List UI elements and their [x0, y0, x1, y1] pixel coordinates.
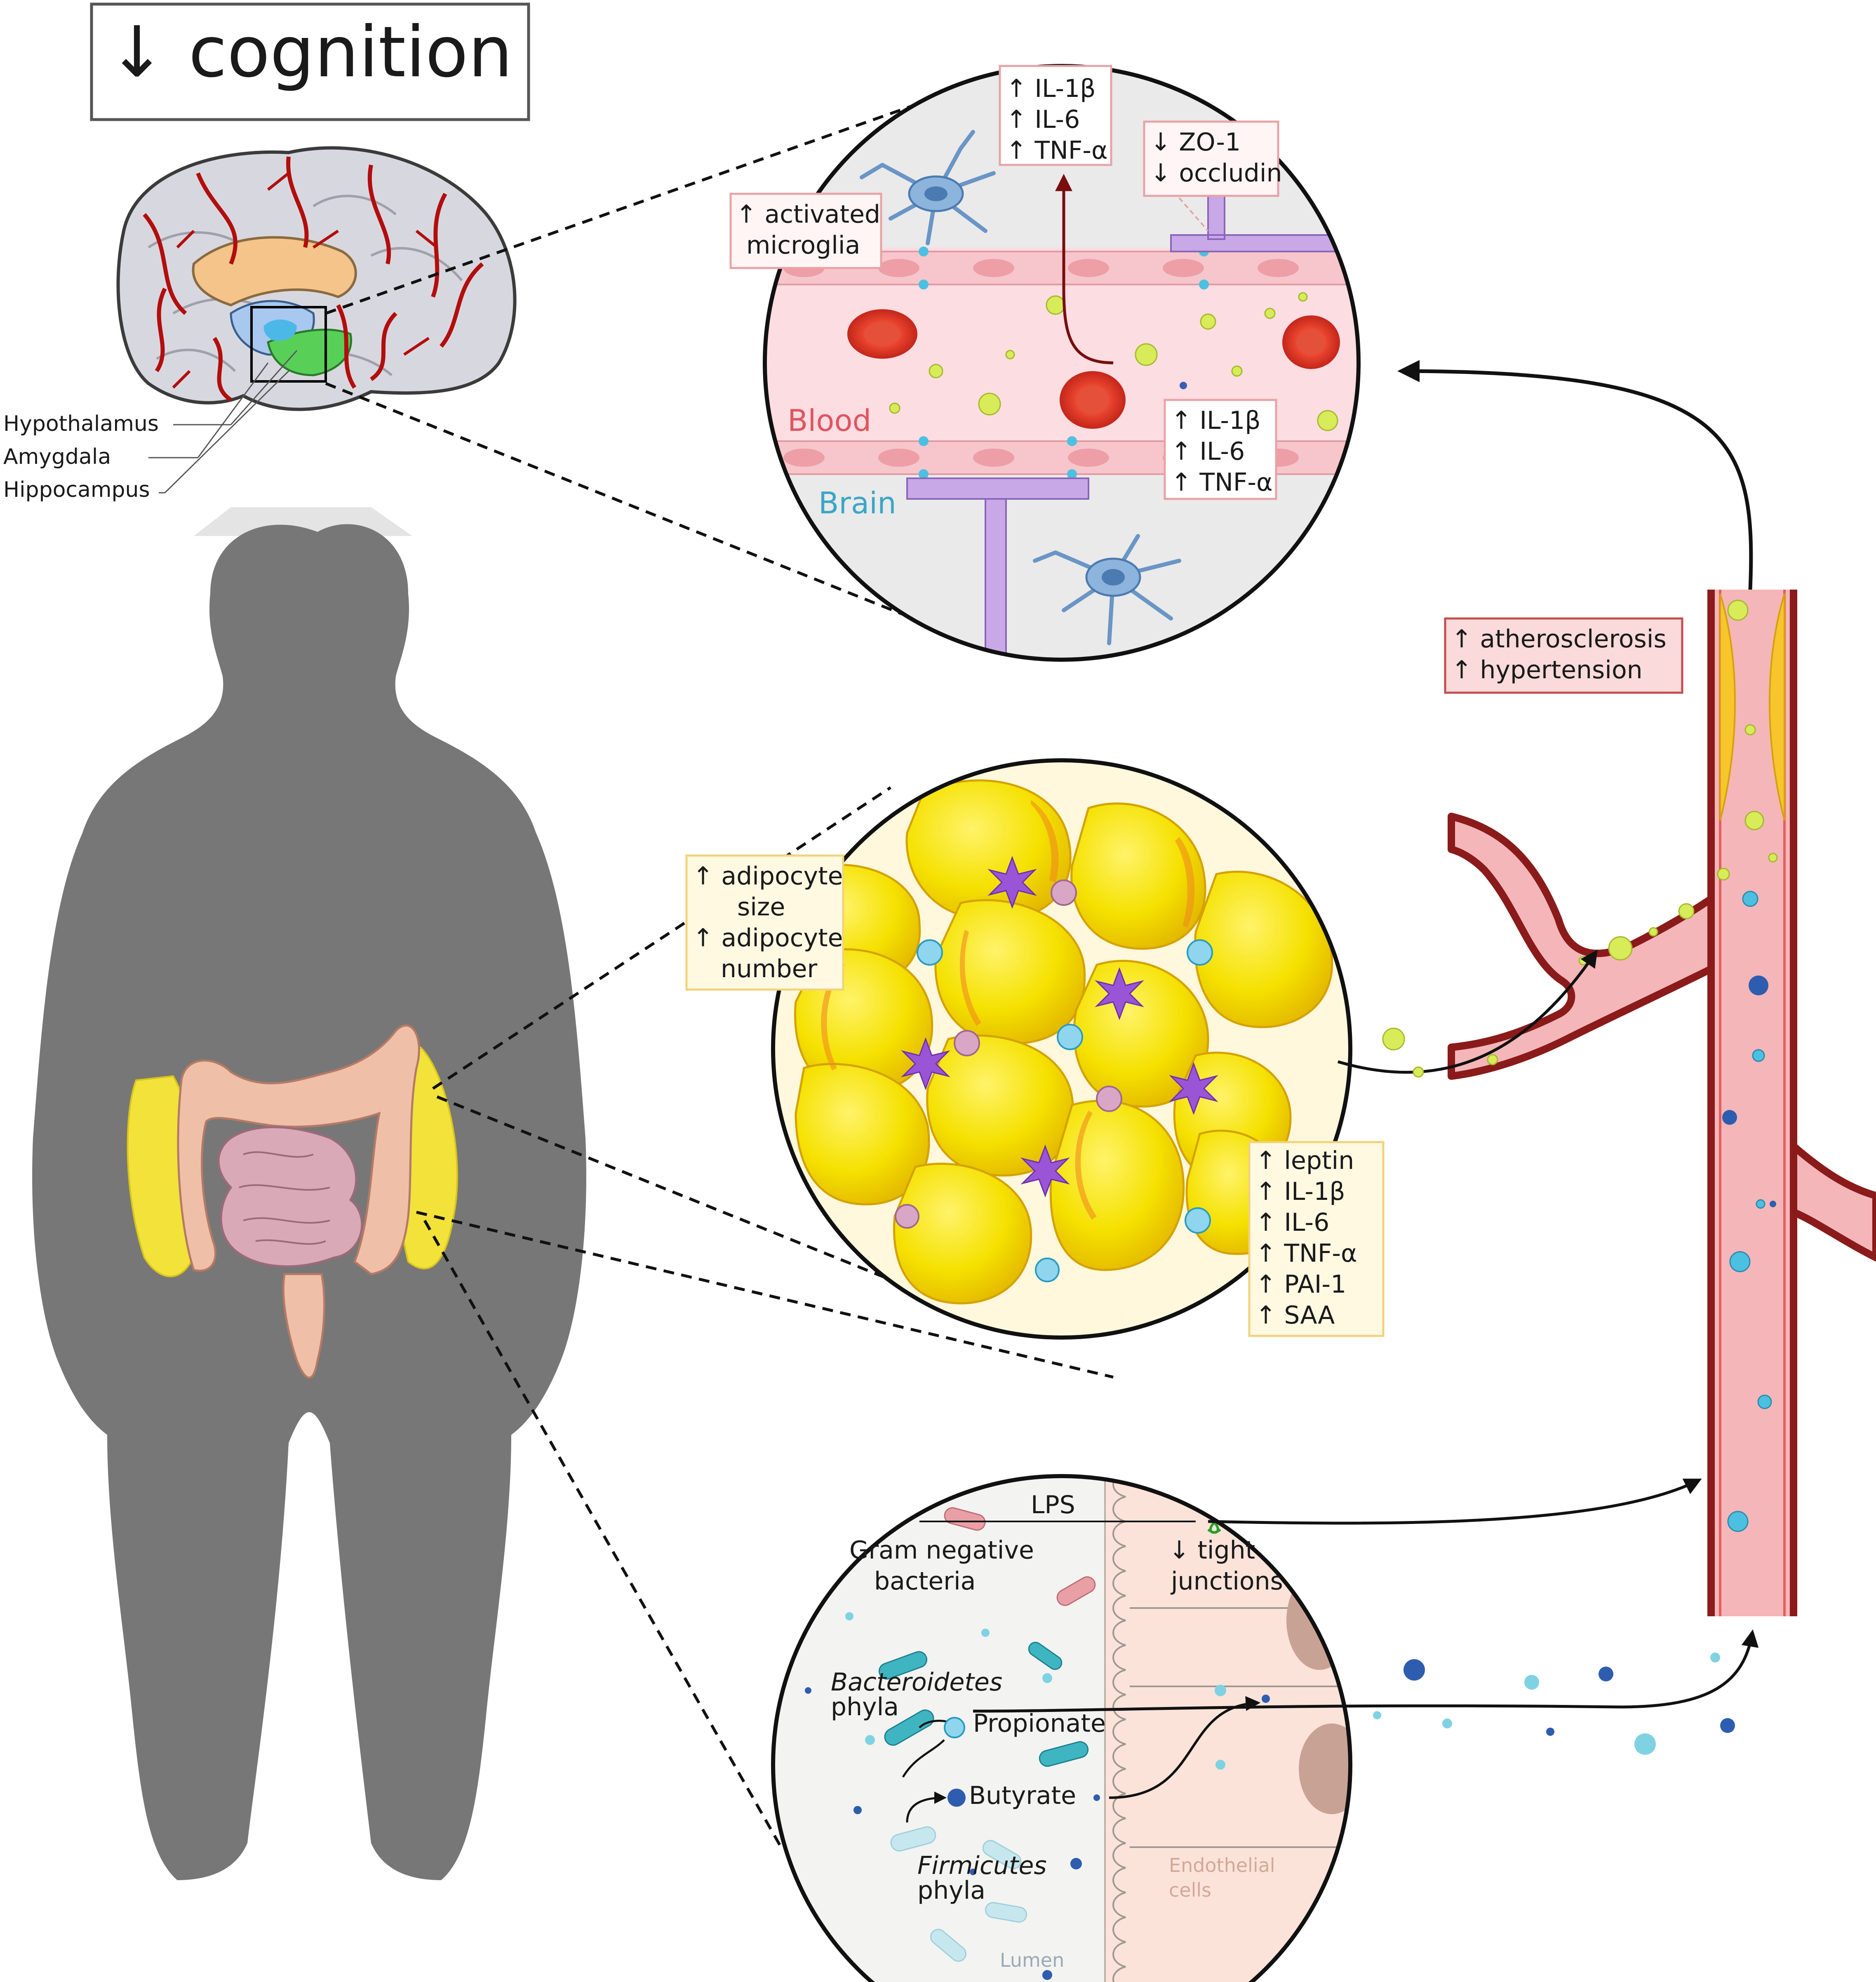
svg-text:↑ leptin: ↑ leptin	[1255, 1146, 1354, 1175]
svg-text:↑ hypertension: ↑ hypertension	[1451, 656, 1643, 684]
label-hippocampus: Hippocampus	[3, 477, 150, 502]
adipose-panel	[771, 758, 1352, 1340]
gut-illustration	[127, 1024, 458, 1379]
blood-label: Blood	[788, 403, 871, 438]
propionate-label: Propionate	[973, 1709, 1106, 1738]
svg-text:↑ atherosclerosis: ↑ atherosclerosis	[1451, 625, 1667, 654]
tight-junction-label-2: junctions	[1170, 1567, 1283, 1596]
butyrate-label: Butyrate	[969, 1781, 1076, 1810]
scfa-particles	[1373, 1653, 1735, 1755]
title-text: ↓ cognition	[108, 12, 512, 93]
label-hypothalamus: Hypothalamus	[3, 411, 159, 436]
tight-junction-label-1: ↓ tight	[1169, 1536, 1255, 1565]
svg-text:↑ IL-1β: ↑ IL-1β	[1255, 1177, 1345, 1206]
brain-label: Brain	[818, 486, 896, 520]
svg-text:↑ IL-6: ↑ IL-6	[1006, 105, 1080, 134]
lps-label: LPS	[1031, 1491, 1075, 1519]
svg-text:↑ activated: ↑ activated	[736, 200, 880, 229]
bacteroidetes-label: Bacteroidetes	[831, 1668, 1002, 1697]
svg-text:↑ IL-6: ↑ IL-6	[1255, 1208, 1329, 1237]
svg-text:↑ PAI-1: ↑ PAI-1	[1255, 1270, 1346, 1299]
arrow-vessel-to-brain	[1397, 360, 1753, 590]
lumen-label: Lumen	[1000, 1949, 1064, 1971]
firmicutes-label: Firmicutes	[917, 1851, 1047, 1880]
svg-text:↓ ZO-1: ↓ ZO-1	[1150, 128, 1241, 157]
bbb-cytokine-box-blood: ↑ IL-1β ↑ IL-6 ↑ TNF-α	[1164, 399, 1277, 500]
svg-text:↑ SAA: ↑ SAA	[1255, 1301, 1335, 1330]
svg-text:↑ adipocyte: ↑ adipocyte	[693, 862, 843, 891]
zoom-lines	[325, 73, 1114, 1852]
label-amygdala: Amygdala	[3, 444, 111, 469]
svg-text:size: size	[737, 893, 785, 922]
svg-text:↑ IL-1β: ↑ IL-1β	[1006, 74, 1096, 103]
firmicutes-phyla: phyla	[917, 1876, 985, 1905]
svg-text:number: number	[721, 955, 818, 983]
endothelial-label-2: cells	[1169, 1879, 1211, 1901]
svg-text:↓ occludin: ↓ occludin	[1150, 159, 1282, 188]
gut-panel	[771, 1474, 1759, 1982]
svg-text:microglia: microglia	[746, 231, 860, 260]
svg-text:↑ IL-6: ↑ IL-6	[1171, 437, 1245, 466]
bbb-panel: Blood Brain	[763, 64, 1361, 662]
title-box: ↓ cognition	[90, 2, 530, 121]
adipocyte-label-box: ↑ adipocyte size ↑ adipocyte number	[685, 854, 844, 991]
brain-illustration	[116, 146, 517, 536]
blood-vessel	[1448, 590, 1876, 1616]
vascular-label-box: ↑ atherosclerosis ↑ hypertension	[1444, 617, 1683, 694]
svg-text:↑ adipocyte: ↑ adipocyte	[693, 924, 843, 952]
microglia-label-box: ↑ activated microglia	[729, 193, 882, 269]
arrow-adipose-to-vessel	[1338, 950, 1598, 1078]
svg-text:↑ IL-1β: ↑ IL-1β	[1171, 406, 1261, 435]
gram-negative-label-2: bacteria	[874, 1567, 976, 1596]
svg-text:↑ TNF-α: ↑ TNF-α	[1171, 468, 1273, 497]
adipokine-box: ↑ leptin ↑ IL-1β ↑ IL-6 ↑ TNF-α ↑ PAI-1 …	[1248, 1141, 1385, 1337]
bbb-cytokine-box-top: ↑ IL-1β ↑ IL-6 ↑ TNF-α	[999, 65, 1112, 166]
bacteroidetes-phyla: phyla	[831, 1693, 899, 1721]
svg-text:↑ TNF-α: ↑ TNF-α	[1255, 1239, 1357, 1268]
tight-junction-box: ↓ ZO-1 ↓ occludin	[1143, 120, 1282, 197]
svg-text:↑ TNF-α: ↑ TNF-α	[1006, 136, 1108, 165]
gram-negative-label-1: Gram negative	[849, 1536, 1034, 1565]
endothelial-label-1: Endothelial	[1169, 1854, 1275, 1876]
